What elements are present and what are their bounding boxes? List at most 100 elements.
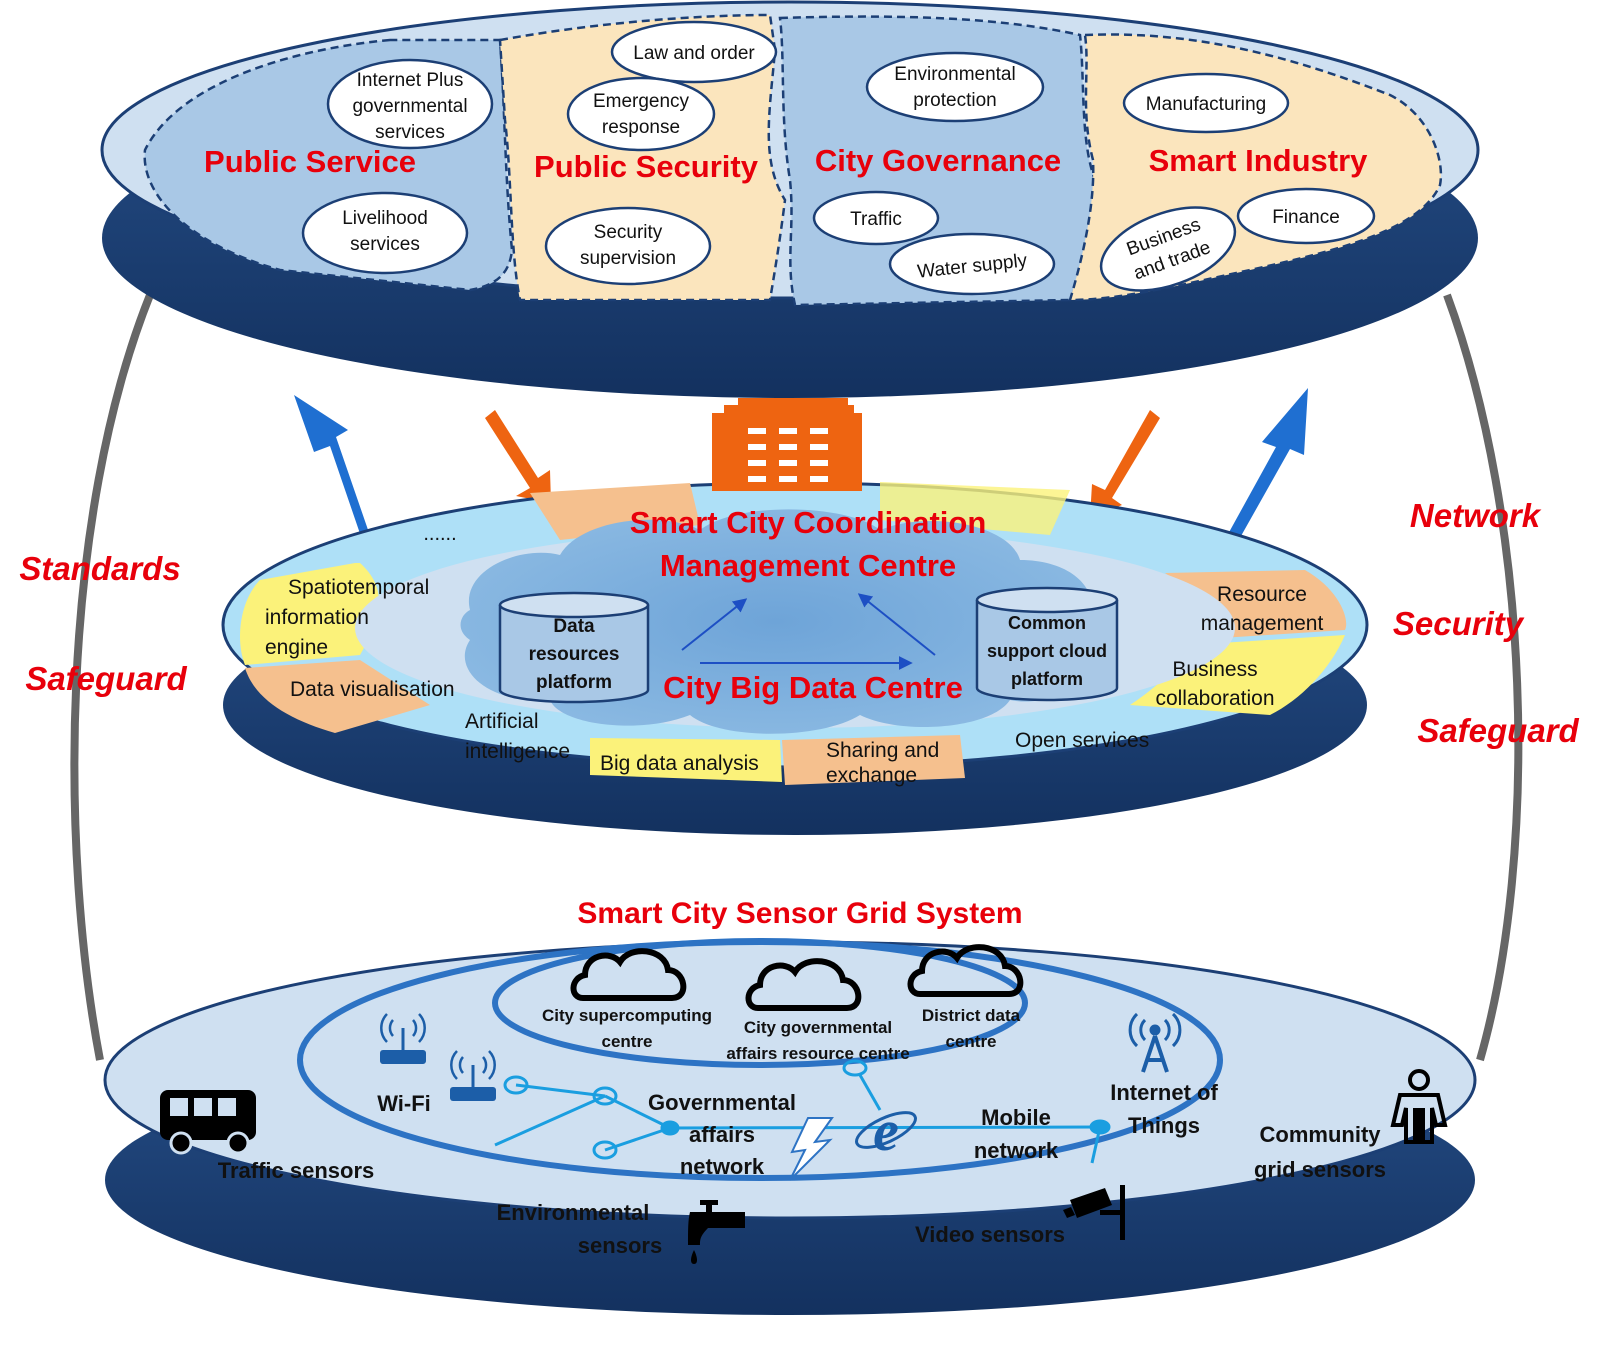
label-community-sensors-2: grid sensors [1254, 1157, 1386, 1182]
svg-text:resources: resources [529, 644, 620, 665]
label-district-1: District data [922, 1006, 1021, 1025]
svg-text:platform: platform [1011, 669, 1083, 689]
label-sharing-exchange-2: exchange [826, 764, 917, 787]
label-business-collaboration-2: collaboration [1155, 687, 1274, 710]
coordination-centre-title-line2: Management Centre [660, 548, 956, 583]
segment-business-collaboration [1130, 635, 1345, 715]
lightning-icon [789, 1117, 834, 1181]
cloud-icon-district [907, 944, 1024, 997]
segment-big-data-analysis [590, 738, 782, 782]
label-business-collaboration-1: Business [1172, 658, 1257, 681]
label-spatiotemporal-3: engine [265, 636, 328, 659]
label-iot-1: Internet of [1110, 1080, 1218, 1105]
region-title-public-security: Public Security [534, 149, 759, 184]
right-pillar [1443, 293, 1523, 1062]
label-spatiotemporal-2: information [265, 606, 369, 629]
svg-text:response: response [602, 117, 680, 138]
svg-text:support cloud: support cloud [987, 641, 1107, 661]
segment-spatiotemporal [240, 563, 379, 665]
item-water-supply: Water supply [888, 232, 1056, 296]
cylinder-common-support-cloud-platform: Common support cloud platform [975, 586, 1119, 702]
segment-data-visualisation [245, 660, 430, 733]
item-security-supervision: Security supervision [544, 206, 712, 286]
building-icon [712, 398, 862, 491]
svg-text:Traffic: Traffic [850, 209, 902, 230]
big-data-centre-title: City Big Data Centre [663, 670, 963, 705]
left-pillar [70, 293, 154, 1061]
svg-text:protection: protection [913, 90, 996, 111]
svg-text:e: e [873, 1098, 899, 1163]
side-label-safeguard-left: Safeguard [25, 660, 187, 697]
label-wifi: Wi-Fi [377, 1091, 431, 1116]
svg-text:Common: Common [1008, 613, 1086, 633]
label-iot-2: Things [1128, 1113, 1200, 1138]
region-title-smart-industry: Smart Industry [1149, 143, 1369, 178]
arrow-down-right [1090, 410, 1160, 518]
svg-text:governmental: governmental [352, 96, 467, 117]
tap-icon [688, 1200, 745, 1264]
svg-text:Manufacturing: Manufacturing [1146, 94, 1266, 115]
label-traffic-sensors: Traffic sensors [218, 1158, 375, 1183]
cloud-icon-supercomputing [570, 948, 687, 1001]
svg-text:Finance: Finance [1272, 207, 1340, 228]
top-layer: Public Service Public Security City Gove… [100, 0, 1480, 398]
label-open-services: Open services [1015, 729, 1149, 752]
internet-e-icon: e [855, 1098, 917, 1163]
label-mobile-network-2: network [974, 1138, 1059, 1163]
segment-sharing-exchange [782, 735, 965, 785]
svg-text:Data: Data [553, 616, 595, 637]
wifi-router-icon-2 [450, 1050, 496, 1101]
data-centre-ring-inner [492, 938, 1028, 1068]
bus-icon [160, 1090, 256, 1155]
svg-text:supervision: supervision [580, 248, 676, 269]
label-data-visualisation: Data visualisation [290, 678, 455, 701]
svg-text:platform: platform [536, 672, 612, 693]
middle-layer: Smart City Coordination Management Centr… [221, 398, 1369, 835]
label-sharing-exchange-1: Sharing and [826, 739, 939, 762]
label-environmental-sensors-2: sensors [578, 1233, 662, 1258]
arrow-up-left [294, 395, 376, 557]
label-community-sensors-1: Community [1260, 1122, 1382, 1147]
video-camera-icon [1063, 1185, 1125, 1240]
segment-ellipsis: ...... [423, 523, 456, 545]
person-icon [1390, 1069, 1448, 1144]
item-traffic: Traffic [812, 190, 940, 246]
svg-text:Emergency: Emergency [593, 91, 690, 112]
region-title-public-service: Public Service [204, 144, 416, 179]
label-supercomputing-1: City supercomputing [542, 1006, 712, 1025]
item-law-and-order: Law and order [610, 20, 778, 84]
svg-text:Law and order: Law and order [633, 43, 755, 64]
label-mobile-network-1: Mobile [981, 1105, 1051, 1130]
item-finance: Finance [1236, 187, 1376, 245]
label-big-data-analysis: Big data analysis [600, 752, 759, 775]
cylinder-data-resources-platform: Data resources platform [498, 591, 650, 704]
label-supercomputing-2: centre [601, 1032, 652, 1051]
item-livelihood-services: Livelihood services [301, 191, 469, 275]
arrow-up-right [1222, 388, 1308, 552]
label-gov-resource-2: affairs resource centre [726, 1044, 909, 1063]
item-environmental-protection: Environmental protection [865, 51, 1045, 123]
label-environmental-sensors-1: Environmental [497, 1200, 650, 1225]
label-artificial-intelligence-1: Artificial [465, 710, 539, 733]
region-title-city-governance: City Governance [815, 143, 1061, 178]
bottom-layer: Smart City Sensor Grid System City super… [103, 897, 1477, 1315]
side-label-network: Network [1410, 497, 1542, 534]
item-internet-plus-services: Internet Plus governmental services [326, 58, 494, 150]
side-label-security: Security [1393, 605, 1525, 642]
label-resource-management-1: Resource [1217, 583, 1307, 606]
label-spatiotemporal-1: Spatiotemporal [288, 576, 429, 599]
svg-text:Environmental: Environmental [894, 64, 1015, 85]
cell-tower-icon [1128, 1012, 1182, 1073]
item-manufacturing: Manufacturing [1122, 72, 1290, 134]
label-gov-network-2: affairs [689, 1122, 755, 1147]
sensor-grid-title: Smart City Sensor Grid System [577, 897, 1022, 930]
side-label-standards: Standards [19, 550, 180, 587]
svg-text:services: services [375, 122, 445, 143]
label-resource-management-2: management [1201, 612, 1324, 635]
flow-arrow-up-right [857, 593, 936, 656]
label-gov-resource-1: City governmental [744, 1018, 892, 1037]
wifi-router-icon-1 [380, 1013, 426, 1064]
flow-arrow-up-left [681, 598, 748, 651]
arrow-down-left [485, 410, 551, 503]
